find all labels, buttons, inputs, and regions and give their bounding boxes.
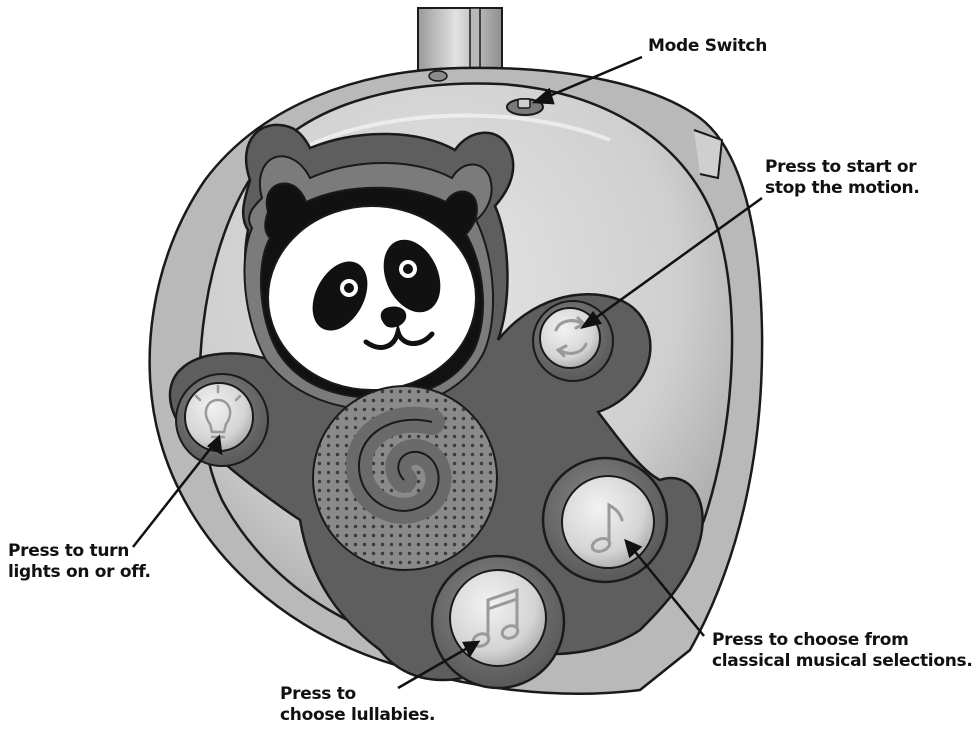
label-mode-switch-text: Mode Switch bbox=[648, 36, 767, 57]
label-motion-line2: stop the motion. bbox=[765, 178, 919, 199]
label-lullabies-line1: Press to bbox=[280, 684, 435, 705]
label-motion: Press to start or stop the motion. bbox=[765, 157, 919, 199]
label-lights-line1: Press to turn bbox=[8, 541, 151, 562]
label-lights-line2: lights on or off. bbox=[8, 562, 151, 583]
classical-button[interactable] bbox=[543, 458, 667, 582]
lullaby-button[interactable] bbox=[432, 556, 564, 688]
label-mode-switch: Mode Switch bbox=[648, 36, 767, 57]
label-classical: Press to choose from classical musical s… bbox=[712, 630, 973, 672]
panda-face bbox=[261, 184, 483, 398]
label-lullabies: Press to choose lullabies. bbox=[280, 684, 435, 726]
label-motion-line1: Press to start or bbox=[765, 157, 919, 178]
label-lights: Press to turn lights on or off. bbox=[8, 541, 151, 583]
label-classical-line2: classical musical selections. bbox=[712, 651, 973, 672]
label-classical-line1: Press to choose from bbox=[712, 630, 973, 651]
speaker-grille bbox=[313, 386, 497, 570]
label-lullabies-line2: choose lullabies. bbox=[280, 705, 435, 726]
